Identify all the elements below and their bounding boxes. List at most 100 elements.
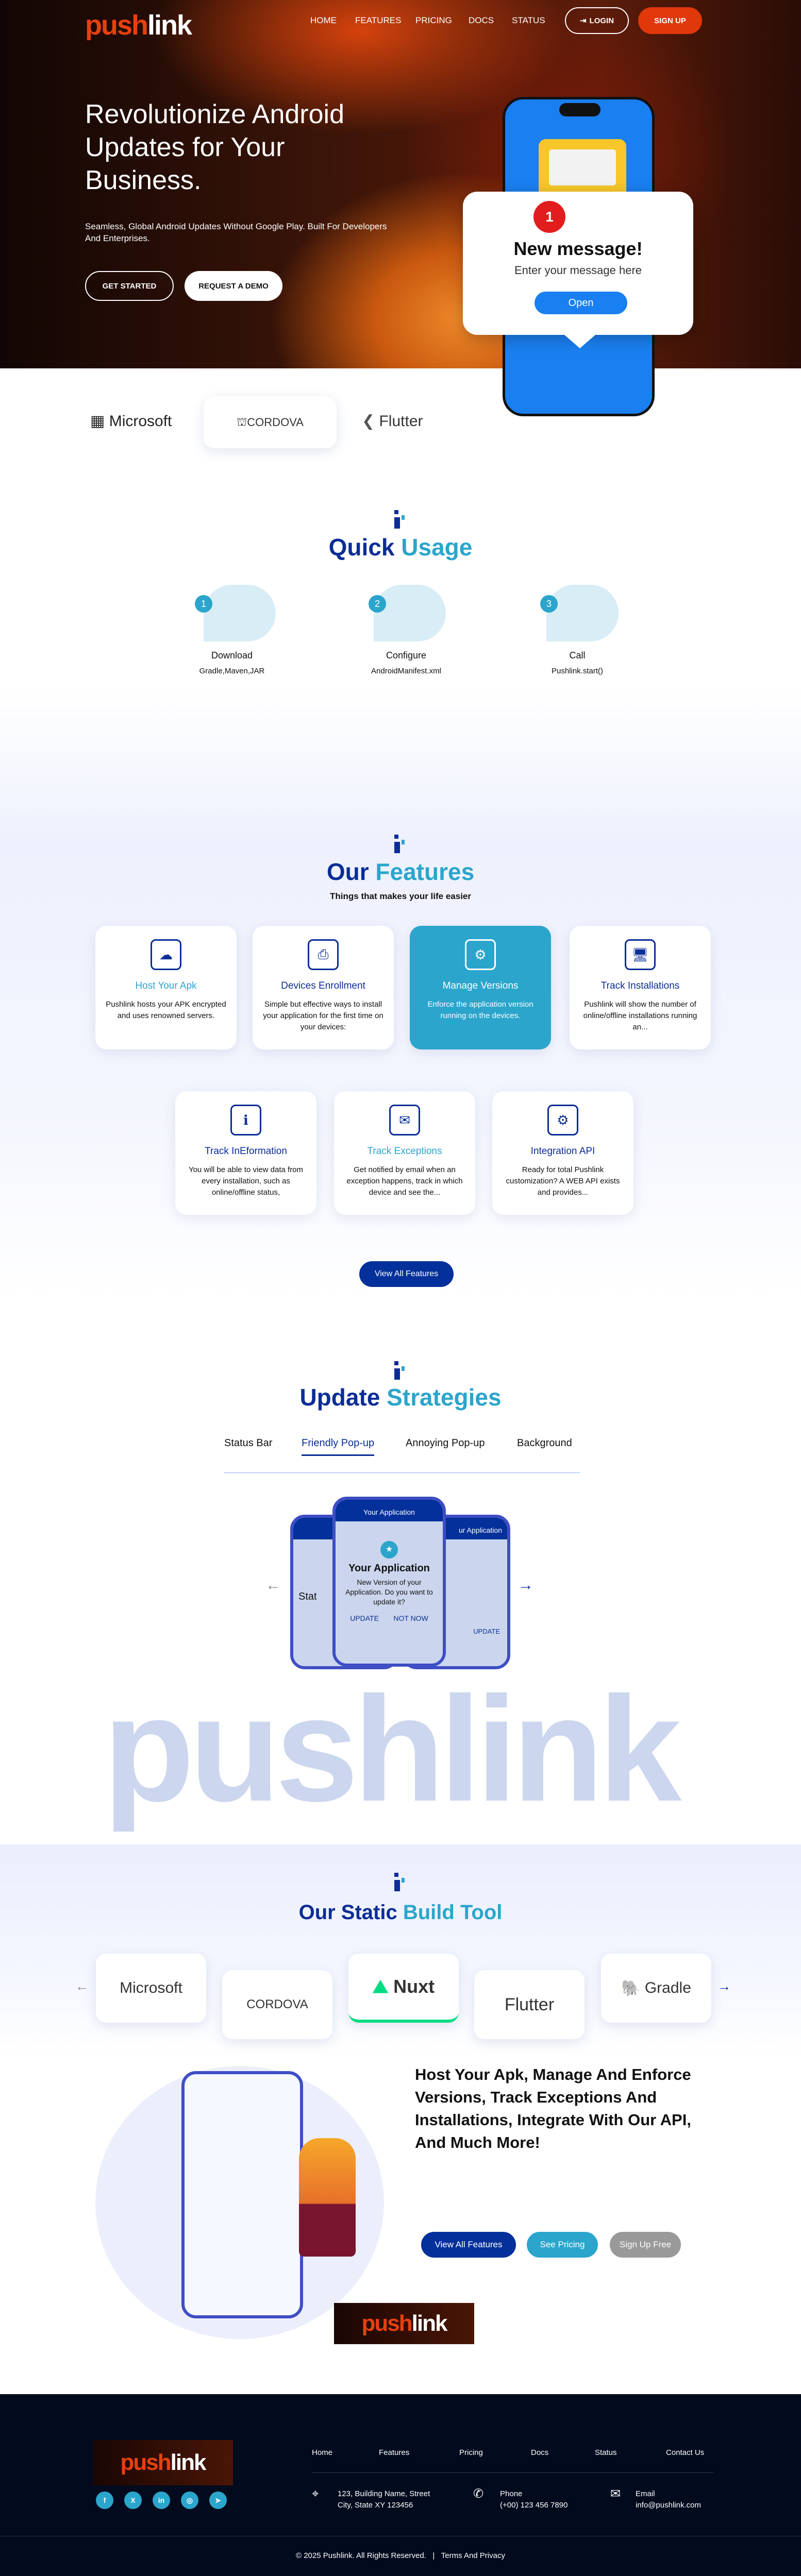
- feature-text: Simple but effective ways to install you…: [263, 1000, 383, 1031]
- arrow-right-icon[interactable]: →: [717, 1978, 731, 1994]
- phone-download-icon: [204, 585, 276, 641]
- logo[interactable]: pushlink: [85, 10, 192, 41]
- see-pricing-button[interactable]: See Pricing: [527, 2232, 598, 2258]
- step-detail: Pushlink.start(): [551, 667, 604, 675]
- tool-flutter[interactable]: Flutter: [474, 1970, 585, 2039]
- footer-divider: [312, 2472, 713, 2473]
- footer-link-pricing[interactable]: Pricing: [459, 2448, 483, 2457]
- cordova-icon: ⛫: [237, 415, 247, 428]
- tab-status-bar[interactable]: Status Bar: [224, 1437, 273, 1449]
- notification-body: Enter your message here: [514, 264, 642, 277]
- arrow-right-icon[interactable]: →: [518, 1577, 533, 1594]
- feature-text: You will be able to view data from every…: [188, 1165, 304, 1197]
- not-now-button[interactable]: NOT NOW: [393, 1614, 428, 1622]
- info-doc-icon: ℹ: [230, 1105, 261, 1136]
- signup-button[interactable]: SIGN UP: [638, 7, 702, 34]
- tab-background[interactable]: Background: [517, 1437, 572, 1449]
- tab-friendly-popup[interactable]: Friendly Pop-up: [302, 1437, 375, 1456]
- location-icon: ⌖: [312, 2487, 319, 2501]
- step-title: Download: [211, 650, 253, 660]
- elephant-icon: 🐘: [621, 1979, 641, 1997]
- nav-pricing[interactable]: PRICING: [415, 15, 452, 25]
- update-button[interactable]: UPDATE: [350, 1614, 379, 1622]
- phone-mock-center: Your Application ★ Your Application New …: [332, 1497, 446, 1667]
- enroll-icon: ⎙: [308, 939, 339, 970]
- features-subtitle: Things that makes your life easier: [330, 891, 471, 901]
- facebook-icon[interactable]: f: [96, 2492, 113, 2509]
- open-button[interactable]: Open: [535, 292, 627, 314]
- terms-link[interactable]: Terms And Privacy: [441, 2551, 505, 2560]
- login-icon: ⇥: [579, 16, 587, 25]
- website-preview-phone: [181, 2071, 303, 2318]
- linkedin-icon[interactable]: in: [153, 2492, 170, 2509]
- instagram-icon[interactable]: ◎: [181, 2492, 198, 2509]
- get-started-button[interactable]: GET STARTED: [85, 271, 174, 301]
- step-number: 1: [195, 595, 212, 613]
- phone-notch: [559, 103, 600, 116]
- feature-title: Integration API: [530, 1146, 595, 1157]
- arrow-left-icon[interactable]: ←: [265, 1577, 281, 1594]
- step-detail: Gradle,Maven,JAR: [199, 667, 265, 675]
- section-mark-icon: [394, 1873, 406, 1891]
- feature-text: Enforce the application version running …: [427, 1000, 533, 1020]
- pushlink-watermark: pushlink: [103, 1666, 681, 1833]
- notification-title: New message!: [513, 238, 643, 259]
- step-number: 2: [369, 595, 386, 613]
- tool-microsoft[interactable]: Microsoft: [96, 1954, 206, 2023]
- nav-docs[interactable]: DOCS: [469, 15, 494, 25]
- build-background: [0, 1844, 801, 2061]
- footer-link-home[interactable]: Home: [312, 2448, 333, 2457]
- nuxt-icon: ⛰: [372, 1975, 389, 1997]
- hero-subtitle: Seamless, Global Android Updates Without…: [85, 222, 387, 243]
- phone-call-icon: [546, 585, 619, 641]
- notification-pointer: [564, 335, 595, 348]
- copyright-bar: © 2025 Pushlink. All Rights Reserved. | …: [296, 2551, 505, 2560]
- strategies-title: Update Strategies: [299, 1384, 502, 1411]
- tool-gradle[interactable]: 🐘 Gradle: [601, 1954, 711, 2023]
- promo-headline: Host Your Apk, Manage And Enforce Versio…: [415, 2065, 691, 2151]
- telegram-icon[interactable]: ➤: [209, 2492, 227, 2509]
- arrow-left-icon[interactable]: ←: [75, 1978, 89, 1994]
- notification-badge: 1: [533, 201, 565, 233]
- flutter-icon: ❮: [362, 413, 375, 430]
- feature-title: Track InEformation: [205, 1146, 287, 1157]
- view-all-features-button[interactable]: View All Features: [421, 2232, 516, 2258]
- footer-link-docs[interactable]: Docs: [531, 2448, 549, 2457]
- nav-status[interactable]: STATUS: [512, 15, 545, 25]
- update-button[interactable]: UPDATE: [473, 1628, 500, 1635]
- quick-usage-title: Quick Usage: [328, 534, 473, 561]
- laptop-shield-icon: 🖥: [625, 939, 656, 970]
- sign-up-free-button[interactable]: Sign Up Free: [610, 2232, 681, 2258]
- nav-features[interactable]: FEATURES: [355, 15, 402, 25]
- feature-title: Track Installations: [600, 980, 680, 991]
- tool-nuxt[interactable]: ⛰ Nuxt: [348, 1954, 459, 2023]
- tab-annoying-popup[interactable]: Annoying Pop-up: [406, 1437, 485, 1449]
- tool-cordova[interactable]: CORDOVA: [222, 1970, 332, 2039]
- alert-mail-icon: ✉: [389, 1105, 420, 1136]
- build-tools-title: Our Static Build Tool: [298, 1901, 503, 1924]
- footer-link-contact[interactable]: Contact Us: [666, 2448, 705, 2457]
- login-button[interactable]: ⇥LOGIN: [565, 7, 629, 34]
- view-all-features-button[interactable]: View All Features: [359, 1261, 454, 1287]
- feature-text: Pushlink will show the number of online/…: [583, 1000, 697, 1031]
- request-demo-button[interactable]: REQUEST A DEMO: [185, 271, 282, 301]
- nav-home[interactable]: HOME: [310, 15, 337, 25]
- feature-text: Get notified by email when an exception …: [346, 1165, 463, 1197]
- step-title: Call: [569, 650, 586, 660]
- footer-link-features[interactable]: Features: [379, 2448, 410, 2457]
- partner-microsoft: ▦ Microsoft: [90, 413, 172, 430]
- x-icon[interactable]: X: [124, 2492, 142, 2509]
- footer-link-status[interactable]: Status: [595, 2448, 617, 2457]
- star-icon: ★: [380, 1541, 398, 1558]
- feature-title: Track Exceptions: [367, 1146, 442, 1157]
